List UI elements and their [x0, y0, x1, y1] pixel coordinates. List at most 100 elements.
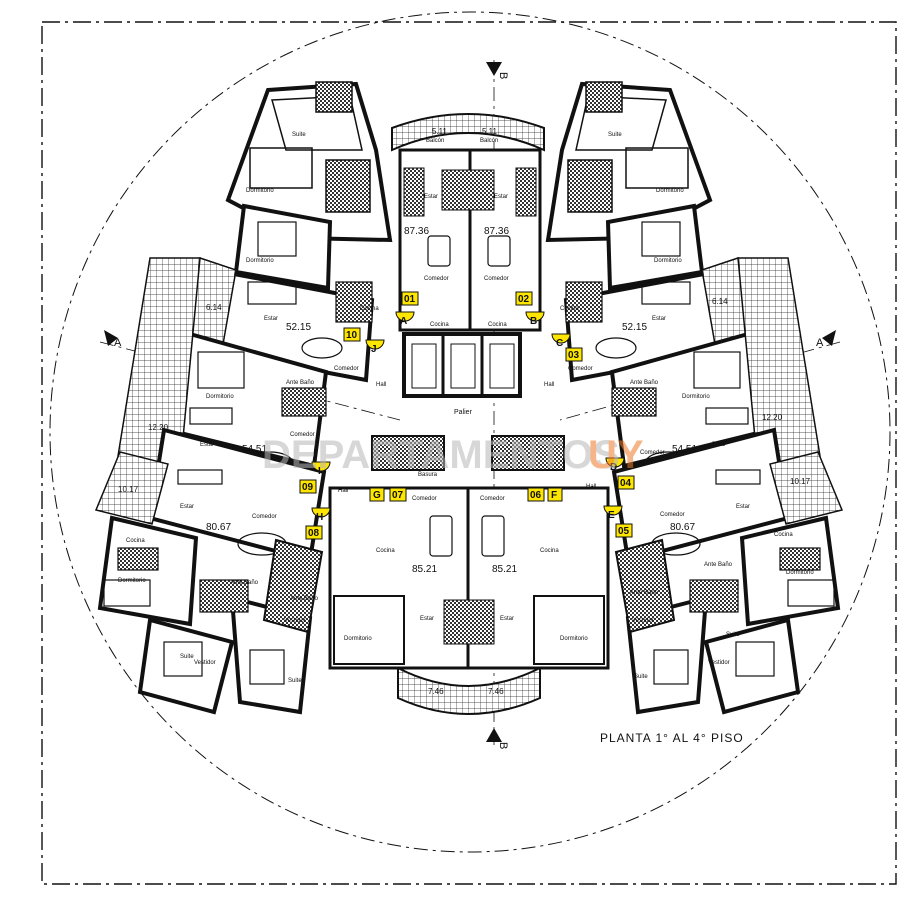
central-core: [328, 113, 610, 715]
unit-tag-04-label: 04: [620, 478, 632, 489]
door-tag-i-label: I: [318, 466, 321, 477]
room-label: Dormitorio: [206, 394, 234, 400]
room-label: Dormitorio: [246, 258, 274, 264]
area-label: 52.15: [622, 322, 647, 333]
door-tag-b: B: [525, 311, 545, 327]
area-label: 54.51: [672, 444, 697, 455]
unit-tag-07-label: 07: [392, 490, 404, 501]
door-tag-j: J: [365, 339, 385, 355]
watermark: DEPARTAMENTOS UY: [262, 433, 644, 477]
room-label: Dormitorio: [118, 578, 146, 584]
room-label: Dormitorio: [246, 188, 274, 194]
room-label: Suite: [292, 132, 306, 138]
room-label: Estar: [424, 194, 438, 200]
room-label: Comedor: [484, 276, 509, 282]
room-label: Basura: [418, 472, 438, 478]
room-label: Estar: [200, 442, 214, 448]
room-label: Dormitorio: [560, 636, 588, 642]
section-mark-a-left-label: A: [114, 337, 122, 349]
room-label: Cocina: [360, 306, 379, 312]
room-label: Balcón: [426, 138, 444, 144]
room-label: Comedor: [424, 276, 449, 282]
room-label: Suite: [288, 678, 302, 684]
site-circle: [49, 11, 891, 853]
door-tag-a-label: A: [400, 316, 407, 327]
room-label: Comedor: [480, 496, 505, 502]
room-label: Cocina: [540, 548, 559, 554]
section-mark-a-right: A: [816, 330, 836, 349]
door-tag-d: D: [605, 457, 625, 473]
unit-tag-09: 09: [299, 479, 317, 494]
balcony-area-label: 10.17: [118, 485, 139, 494]
room-label: Comedor: [252, 514, 277, 520]
unit-tag-08-label: 08: [308, 528, 320, 539]
room-label: Comedor: [334, 366, 359, 372]
room-label: Ante Baño: [290, 596, 319, 602]
room-label: Vestidor: [708, 660, 730, 666]
unit-tag-04: 04: [617, 475, 635, 490]
room-label: Cocina: [430, 322, 449, 328]
watermark-suffix: UY: [588, 433, 644, 477]
area-label: 80.67: [206, 522, 231, 533]
room-label: Dormitorio: [682, 394, 710, 400]
unit-tag-06-label: 06: [530, 490, 542, 501]
unit-tag-02-label: 02: [518, 294, 530, 305]
unit-tag-10: 10: [343, 327, 361, 342]
unit-tag-01-label: 01: [404, 294, 416, 305]
left-wing: [94, 81, 393, 715]
door-tag-f-label: F: [551, 490, 557, 501]
room-label: Vestidor: [284, 618, 306, 624]
room-label: Hall: [376, 382, 386, 388]
room-label: Ante Baño: [704, 562, 733, 568]
room-label: Comedor: [412, 496, 437, 502]
room-label: Hall: [586, 484, 596, 490]
balcony-area-label: 7.46: [488, 687, 504, 696]
room-label: Palier: [454, 409, 473, 416]
area-label: 85.21: [492, 564, 517, 575]
room-label: Cocina: [376, 548, 395, 554]
section-mark-b-bottom-label: B: [497, 742, 509, 749]
watermark-text: DEPARTAMENTOS: [262, 433, 620, 477]
room-label: Comedor: [290, 432, 315, 438]
room-label: Vestidor: [632, 618, 654, 624]
room-label: Estar: [264, 316, 278, 322]
room-label: Cocina: [488, 322, 507, 328]
door-tag-g: G: [369, 487, 385, 502]
room-label: Comedor: [660, 512, 685, 518]
room-label: Suite: [726, 632, 740, 638]
door-tag-g-label: G: [373, 490, 381, 501]
room-label: Hall: [338, 488, 348, 494]
area-label: 87.36: [484, 226, 509, 237]
door-tag-c-label: C: [556, 338, 563, 349]
balcony-area-label: 6.14: [206, 303, 222, 312]
area-label: 80.67: [670, 522, 695, 533]
balcony-area-label: 7.46: [428, 687, 444, 696]
room-label: Estar: [500, 616, 514, 622]
balcony-area-label: 5.11: [432, 127, 448, 136]
door-tag-f: F: [547, 487, 563, 502]
room-label: Comedor: [568, 366, 593, 372]
door-tag-h: H: [311, 507, 331, 523]
door-tag-a: A: [395, 311, 415, 327]
balcony-area-label: 12.20: [148, 423, 169, 432]
unit-tag-01: 01: [401, 291, 419, 306]
unit-tag-03-label: 03: [568, 350, 580, 361]
door-tag-e-label: E: [608, 510, 615, 521]
room-label: Estar: [420, 616, 434, 622]
room-label: Suite: [608, 132, 622, 138]
balcony-area-label: 5.11: [482, 127, 498, 136]
section-mark-b-top: B: [486, 62, 509, 79]
room-label: Estar: [494, 194, 508, 200]
unit-tag-07: 07: [389, 487, 407, 502]
unit-tag-09-label: 09: [302, 482, 314, 493]
room-label: Dormitorio: [344, 636, 372, 642]
room-label: Cocina: [126, 538, 145, 544]
unit-tag-06: 06: [527, 487, 545, 502]
room-label: Ante Baño: [286, 380, 315, 386]
room-label: Dormitorio: [654, 258, 682, 264]
room-label: Ante Baño: [630, 380, 659, 386]
unit-tag-05: 05: [615, 523, 633, 538]
section-mark-b-bottom: B: [486, 728, 509, 749]
room-label: Ante Baño: [630, 590, 659, 596]
